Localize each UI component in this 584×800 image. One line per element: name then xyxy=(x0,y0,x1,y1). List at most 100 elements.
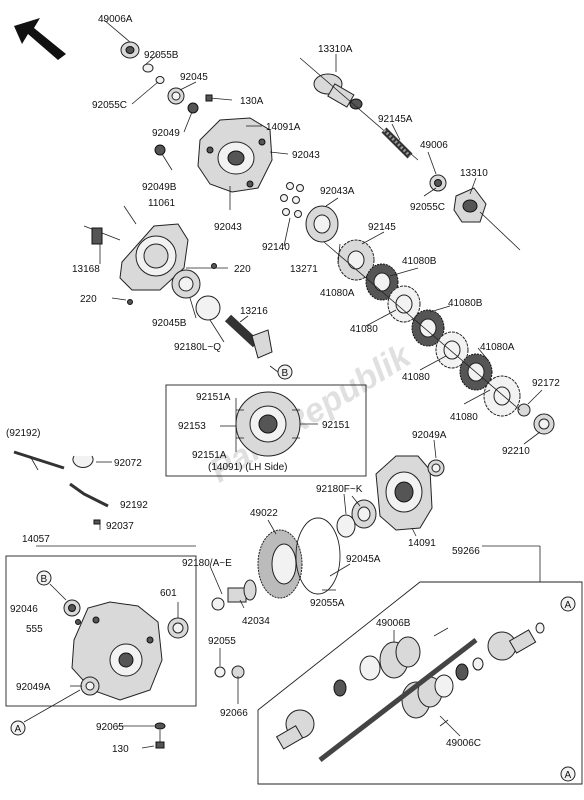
cv-joint-outer xyxy=(487,629,537,661)
label-92151A-2: 92151A xyxy=(192,450,227,461)
label-220-a: 220 xyxy=(234,264,251,275)
shim-92180A-E xyxy=(211,597,225,611)
rod-92192-ghost xyxy=(13,450,65,470)
label-92049A: 92049A xyxy=(412,430,447,441)
pinion-13216 xyxy=(224,314,273,359)
seal-92045 xyxy=(167,87,185,105)
plug-92046 xyxy=(63,599,81,617)
callout-A-3-label: A xyxy=(565,770,572,781)
cv-joint-inner xyxy=(275,709,315,750)
driveshaft-assembly-box xyxy=(257,581,583,785)
oring-92055 xyxy=(214,666,226,678)
bearing-49006A xyxy=(120,41,140,59)
oring-92055A xyxy=(295,517,341,595)
bearing-92045B xyxy=(171,269,201,299)
shaft-92145A xyxy=(381,127,413,159)
cage-outer xyxy=(455,663,469,681)
label-92055B: 92055B xyxy=(144,50,179,61)
oring-92055C xyxy=(155,76,165,84)
clutch-plate-41080A-1 xyxy=(337,239,375,281)
callout-A-2 xyxy=(560,596,576,612)
bolt-130A xyxy=(205,94,233,102)
label-130: 130 xyxy=(112,744,129,755)
clutch-plate-41080A-2 xyxy=(483,375,521,417)
callout-B-2-label: B xyxy=(41,574,48,585)
washer-92065 xyxy=(154,722,166,730)
callout-A-1 xyxy=(10,720,26,736)
label-92045A: 92045A xyxy=(346,554,381,565)
clutch-plate-41080B-2 xyxy=(411,309,445,347)
label-92140: 92140 xyxy=(262,242,290,253)
cv-boot-49006C xyxy=(401,674,454,719)
label-92192-ghost: (92192) xyxy=(6,428,40,439)
label-13216: 13216 xyxy=(240,306,268,317)
ujoint-13310 xyxy=(453,187,487,223)
label-49006: 49006 xyxy=(420,140,448,151)
label-555: 555 xyxy=(26,624,43,635)
label-92145A: 92145A xyxy=(378,114,413,125)
part-labels: 49006A 92055B 92055C 92045 130A 92049 14… xyxy=(6,14,560,755)
label-13271: 13271 xyxy=(290,264,318,275)
seal-92049A xyxy=(427,459,445,477)
lh-side-housing-14091 xyxy=(235,391,301,457)
label-92145: 92145 xyxy=(368,222,396,233)
label-92037: 92037 xyxy=(106,521,134,532)
label-92072: 92072 xyxy=(114,458,142,469)
label-92065: 92065 xyxy=(96,722,124,733)
cv-boot-49006B xyxy=(359,636,421,681)
label-41080B-1: 41080B xyxy=(402,256,437,267)
label-92055C-2: 92055C xyxy=(410,202,445,213)
clutch-plate-41080-1 xyxy=(387,285,421,323)
label-92180F-K: 92180F~K xyxy=(316,484,363,495)
oring-92049B xyxy=(154,144,166,156)
clip-outer xyxy=(472,657,484,671)
case-assembly-box xyxy=(5,555,197,707)
label-59266: 59266 xyxy=(452,546,480,557)
label-13168: 13168 xyxy=(72,264,100,275)
oring-92049 xyxy=(187,102,199,114)
case-14057 xyxy=(71,601,163,701)
label-49006A: 49006A xyxy=(98,14,133,25)
cover-11061 xyxy=(119,223,189,291)
seal-92049A-lower xyxy=(80,676,100,696)
callout-B-1 xyxy=(277,364,293,380)
inset-caption: (14091) (LH Side) xyxy=(208,462,287,473)
callout-B-2 xyxy=(36,570,52,586)
label-41080B-2: 41080B xyxy=(448,298,483,309)
label-49006B: 49006B xyxy=(376,618,411,629)
label-41080A-2: 41080A xyxy=(480,342,515,353)
label-92055A: 92055A xyxy=(310,598,345,609)
rod-92192 xyxy=(69,482,109,508)
label-13310A: 13310A xyxy=(318,44,353,55)
label-92172: 92172 xyxy=(532,378,560,389)
label-92043A: 92043A xyxy=(320,186,355,197)
label-92066: 92066 xyxy=(220,708,248,719)
shim-92172 xyxy=(517,403,531,417)
pinion-42034 xyxy=(227,579,257,603)
ring-gear-49022 xyxy=(257,529,303,599)
balls-92140 xyxy=(280,182,304,218)
label-14057: 14057 xyxy=(22,534,50,545)
callout-A-3 xyxy=(560,766,576,782)
seal-601 xyxy=(167,617,189,639)
label-92049: 92049 xyxy=(152,128,180,139)
label-41080A-1: 41080A xyxy=(320,288,355,299)
bolt-220b xyxy=(127,299,133,305)
label-92153: 92153 xyxy=(178,421,206,432)
shim-92180L-Q xyxy=(195,295,221,321)
clutch-plate-41080B-1 xyxy=(365,263,399,301)
plate-13271 xyxy=(305,205,339,243)
label-130A: 130A xyxy=(240,96,264,107)
label-92055: 92055 xyxy=(208,636,236,647)
bolt-13168 xyxy=(83,225,121,245)
label-49022: 49022 xyxy=(250,508,278,519)
pin-92037 xyxy=(93,519,101,525)
callout-A-2-label: A xyxy=(565,600,572,611)
clip-92072 xyxy=(72,455,94,468)
axle-shaft xyxy=(318,638,478,762)
label-92151: 92151 xyxy=(322,420,350,431)
label-49006C: 49006C xyxy=(446,738,481,749)
shim-92180F-K xyxy=(336,514,356,538)
label-92049A-lower: 92049A xyxy=(16,682,51,693)
